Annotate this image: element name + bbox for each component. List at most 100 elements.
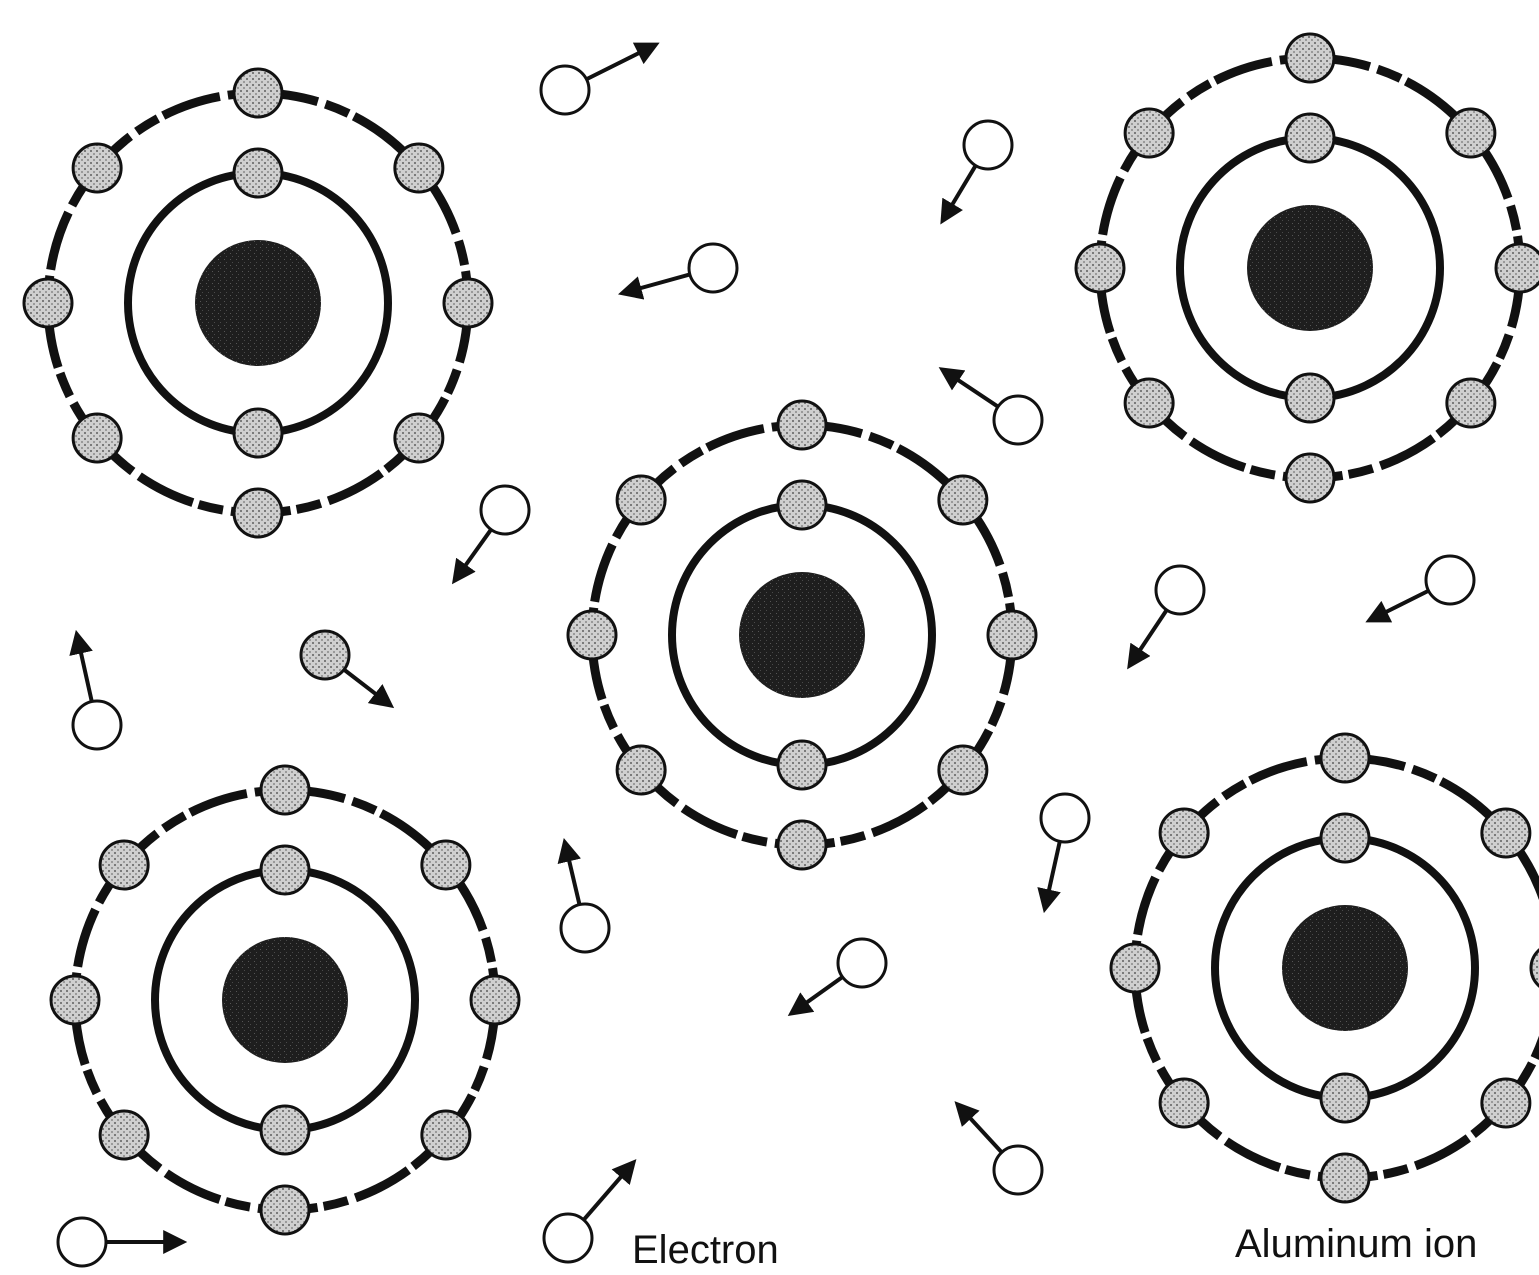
inner-shell-electron — [1321, 814, 1369, 862]
outer-shell-electron — [1160, 1079, 1208, 1127]
free-electron — [803, 939, 886, 1005]
motion-arrow — [636, 274, 689, 289]
outer-shell-electron — [261, 766, 309, 814]
free-electron — [561, 857, 609, 952]
nucleus — [1282, 905, 1408, 1031]
outer-shell-electron — [939, 476, 987, 524]
motion-arrow — [967, 1115, 1001, 1152]
motion-arrow — [568, 857, 579, 905]
outer-shell-electron — [73, 144, 121, 192]
outer-shell-electron — [73, 414, 121, 462]
outer-shell-electron — [1321, 1154, 1369, 1202]
outer-shell-electron — [778, 821, 826, 869]
outer-shell-electron — [617, 476, 665, 524]
outer-shell-electron — [24, 279, 72, 327]
outer-shell-electron — [1482, 809, 1530, 857]
aluminum-ion — [1076, 34, 1539, 502]
nucleus — [739, 572, 865, 698]
outer-shell-electron — [1321, 734, 1369, 782]
nucleus — [222, 937, 348, 1063]
inner-shell-electron — [778, 741, 826, 789]
motion-arrow — [584, 1174, 624, 1220]
free-electron — [1138, 566, 1204, 653]
motion-arrow — [463, 530, 491, 569]
outer-shell-electron — [1160, 809, 1208, 857]
free-electron — [58, 1218, 168, 1266]
inner-shell-electron — [261, 846, 309, 894]
outer-shell-electron — [1076, 244, 1124, 292]
electron-circle — [301, 631, 349, 679]
motion-arrow — [950, 166, 975, 208]
outer-shell-electron — [1496, 244, 1539, 292]
aluminum-ion — [568, 401, 1036, 869]
electron-circle — [1426, 556, 1474, 604]
outer-shell-electron — [1447, 379, 1495, 427]
outer-shell-electron — [395, 144, 443, 192]
outer-shell-electron — [988, 611, 1036, 659]
electron-circle — [73, 701, 121, 749]
electron-circle — [58, 1218, 106, 1266]
motion-arrow — [803, 977, 842, 1005]
outer-shell-electron — [1286, 34, 1334, 82]
outer-shell-electron — [100, 841, 148, 889]
motion-arrow — [344, 670, 379, 697]
free-electron — [967, 1115, 1042, 1194]
outer-shell-electron — [1531, 944, 1539, 992]
free-electron — [955, 378, 1042, 444]
electron-circle — [544, 1214, 592, 1262]
electron-circle — [994, 396, 1042, 444]
free-electron — [301, 631, 379, 696]
electron-circle — [541, 66, 589, 114]
electron-circle — [1041, 794, 1089, 842]
free-electron — [544, 1174, 624, 1262]
outer-shell-electron — [234, 489, 282, 537]
aluminum-ion — [24, 69, 492, 537]
aluminum-ion — [1111, 734, 1539, 1202]
electron-circle — [994, 1146, 1042, 1194]
electron-circle — [481, 486, 529, 534]
nucleus — [195, 240, 321, 366]
outer-shell-electron — [422, 1111, 470, 1159]
outer-shell-electron — [617, 746, 665, 794]
inner-shell-electron — [1321, 1074, 1369, 1122]
outer-shell-electron — [234, 69, 282, 117]
motion-arrow — [1138, 610, 1167, 653]
free-electron — [73, 649, 121, 749]
inner-shell-electron — [234, 409, 282, 457]
inner-shell-electron — [261, 1106, 309, 1154]
motion-arrow — [80, 649, 92, 702]
free-electron — [463, 486, 529, 569]
free-electron — [1041, 794, 1089, 894]
electron-circle — [964, 121, 1012, 169]
free-electron — [636, 244, 737, 292]
free-electron — [1383, 556, 1474, 614]
outer-shell-electron — [51, 976, 99, 1024]
outer-shell-electron — [1482, 1079, 1530, 1127]
outer-shell-electron — [939, 746, 987, 794]
motion-arrow — [955, 378, 998, 407]
outer-shell-electron — [395, 414, 443, 462]
electron-label: Electron — [632, 1230, 779, 1270]
electron-circle — [561, 904, 609, 952]
inner-shell-electron — [234, 149, 282, 197]
motion-arrow — [1048, 841, 1060, 894]
outer-shell-electron — [261, 1186, 309, 1234]
outer-shell-electron — [1111, 944, 1159, 992]
motion-arrow — [586, 51, 642, 79]
outer-shell-electron — [1125, 379, 1173, 427]
electron-circle — [689, 244, 737, 292]
electron-circle — [838, 939, 886, 987]
free-electron — [950, 121, 1012, 208]
aluminum-ion-label: Aluminum ion — [1235, 1224, 1477, 1264]
inner-shell-electron — [1286, 114, 1334, 162]
outer-shell-electron — [778, 401, 826, 449]
outer-shell-electron — [422, 841, 470, 889]
outer-shell-electron — [1286, 454, 1334, 502]
free-electron — [541, 51, 642, 114]
nucleus — [1247, 205, 1373, 331]
electron-circle — [1156, 566, 1204, 614]
outer-shell-electron — [100, 1111, 148, 1159]
outer-shell-electron — [568, 611, 616, 659]
outer-shell-electron — [1447, 109, 1495, 157]
